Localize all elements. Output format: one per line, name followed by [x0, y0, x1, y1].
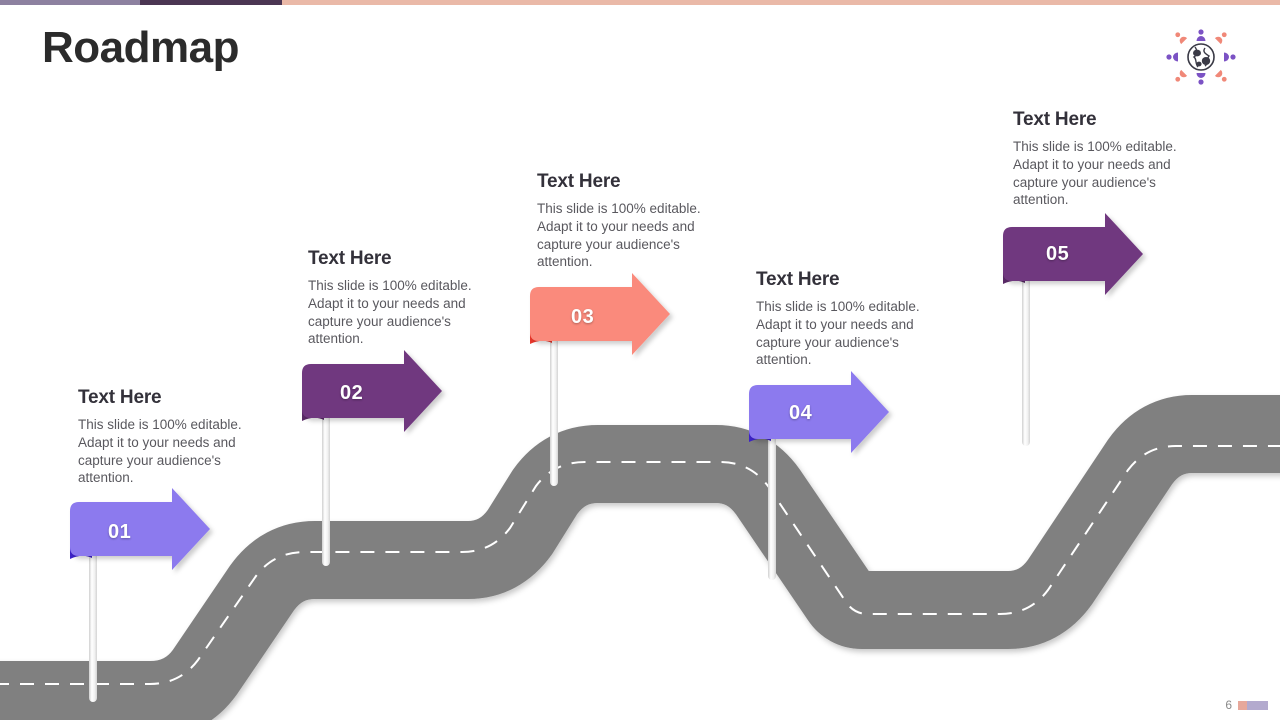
flag-number-04: 04	[789, 402, 813, 424]
flag-pole-1	[89, 522, 97, 702]
footer-accent-coral	[1238, 700, 1247, 710]
flag-pole-5	[1022, 246, 1030, 446]
milestone-text-block-04: Text Here This slide is 100% editable. A…	[756, 269, 941, 369]
footer-accent-purple	[1247, 700, 1268, 710]
page-title: Roadmap	[42, 23, 239, 72]
milestone-heading-01: Text Here	[78, 387, 162, 408]
milestone-text-block-01: Text Here This slide is 100% editable. A…	[78, 387, 263, 487]
milestone-flag-02[interactable]	[302, 350, 442, 432]
flag-number-01: 01	[108, 521, 132, 543]
flag-number-02: 02	[340, 382, 364, 404]
flag-pole-3	[550, 306, 558, 486]
milestone-text-block-02: Text Here This slide is 100% editable. A…	[308, 248, 493, 348]
flag-number-03: 03	[571, 306, 595, 328]
milestone-body-03: This slide is 100% editable. Adapt it to…	[537, 200, 701, 270]
accent-segment-salmon	[282, 0, 1280, 5]
milestone-body-04: This slide is 100% editable. Adapt it to…	[756, 298, 920, 368]
milestone-body-02: This slide is 100% editable. Adapt it to…	[308, 277, 472, 347]
footer-accent-bar	[1238, 700, 1268, 710]
milestone-text-block-05: Text Here This slide is 100% editable. A…	[1013, 109, 1178, 209]
accent-segment-dark-purple	[140, 0, 282, 5]
milestone-heading-05: Text Here	[1013, 109, 1097, 130]
globe-people-logo	[1164, 26, 1238, 88]
milestone-text-block-03: Text Here This slide is 100% editable. A…	[537, 171, 722, 271]
flag-number-05: 05	[1046, 243, 1070, 265]
milestone-heading-02: Text Here	[308, 248, 392, 269]
milestone-flag-01[interactable]	[70, 488, 210, 570]
milestone-flag-03[interactable]	[530, 273, 670, 355]
milestone-flag-04[interactable]	[749, 371, 889, 453]
slide-footer: 6	[1225, 698, 1268, 712]
accent-segment-light-purple	[0, 0, 140, 5]
milestone-heading-03: Text Here	[537, 171, 621, 192]
flag-pole-2	[322, 384, 330, 566]
milestone-heading-04: Text Here	[756, 269, 840, 290]
milestone-body-01: This slide is 100% editable. Adapt it to…	[78, 416, 242, 486]
milestone-body-05: This slide is 100% editable. Adapt it to…	[1013, 138, 1177, 208]
top-accent-bar	[0, 0, 1280, 5]
flag-pole-4	[768, 404, 776, 580]
page-number: 6	[1225, 698, 1232, 712]
milestone-flag-05[interactable]	[1003, 213, 1143, 295]
